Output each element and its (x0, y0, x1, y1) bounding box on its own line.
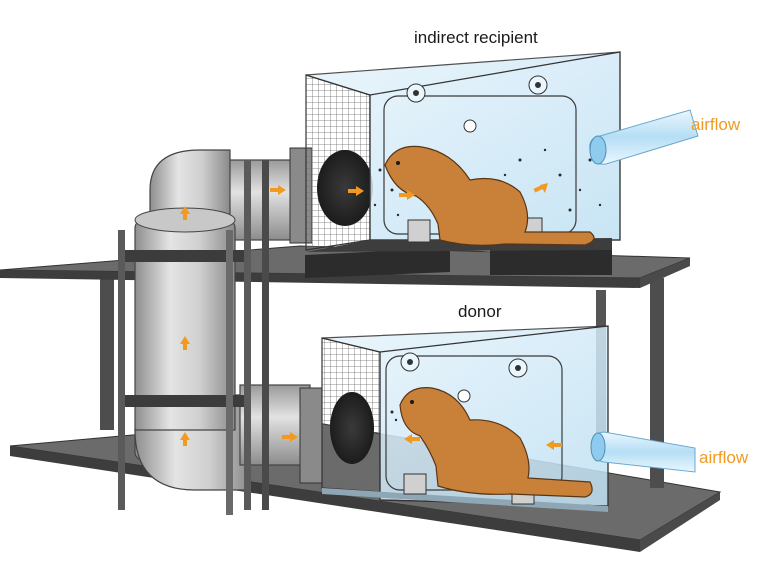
donor-inlet-tube (590, 431, 696, 473)
label-indirect-recipient: indirect recipient (414, 28, 538, 47)
label-donor: donor (458, 302, 502, 321)
fan-icon (330, 392, 374, 464)
recipient-cage (289, 51, 621, 278)
donor-ferret (399, 387, 593, 498)
connecting-pipe (118, 149, 311, 515)
label-airflow-top: airflow (691, 115, 741, 134)
donor-cage (299, 325, 609, 512)
recipient-ferret (384, 145, 595, 246)
recipient-inlet-tube (589, 109, 699, 165)
fan-icon (317, 150, 373, 226)
pipe-airflow-arrows (180, 185, 298, 446)
label-airflow-bottom: airflow (699, 448, 749, 467)
